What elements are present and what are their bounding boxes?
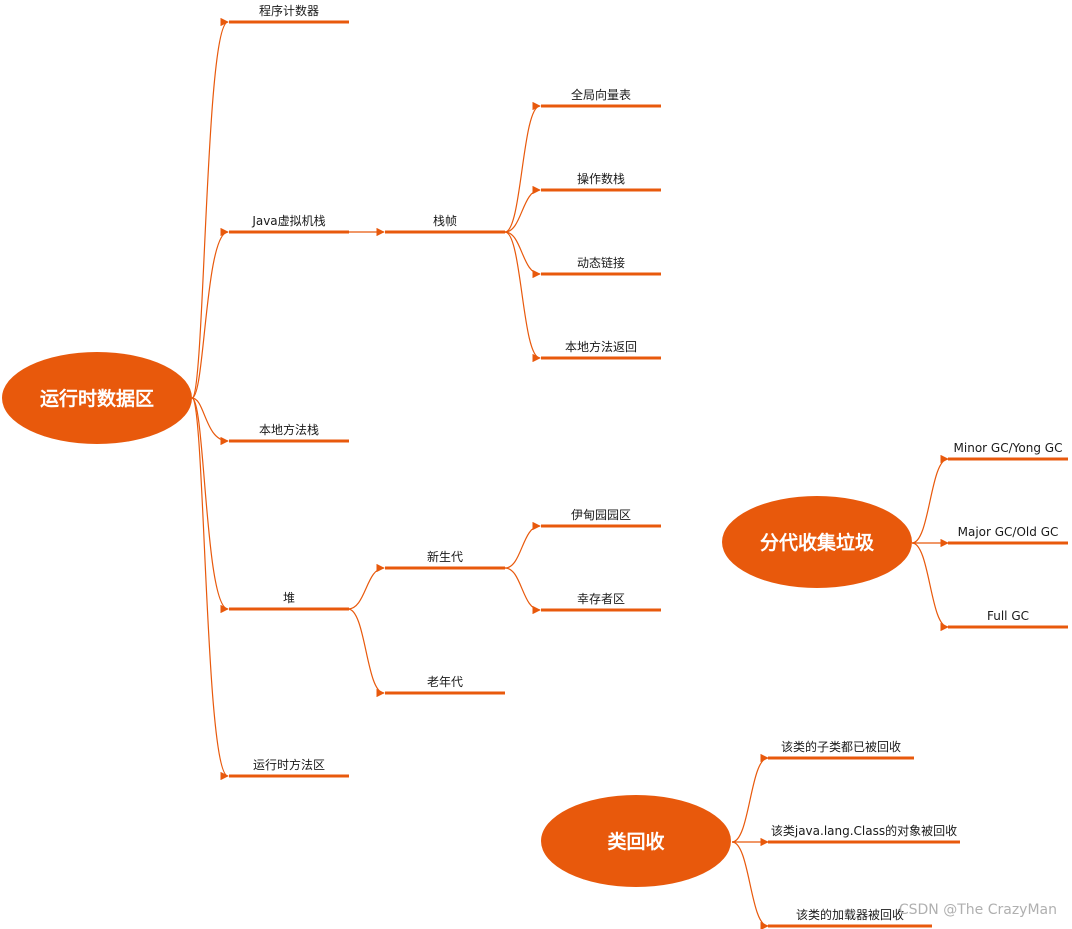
connector: [911, 454, 949, 544]
node-minor-gc[interactable]: Minor GC/Yong GC: [954, 441, 1063, 455]
node-runtime-method-area[interactable]: 运行时方法区: [253, 757, 325, 772]
node-subclasses-collected[interactable]: 该类的子类都已被回收: [781, 739, 901, 754]
connector: [504, 185, 541, 233]
connector: [347, 608, 385, 698]
root-label: 分代收集垃圾: [760, 531, 875, 554]
connector: [731, 753, 769, 843]
connector: [504, 101, 541, 233]
connector: [504, 231, 541, 363]
node-survivor-space[interactable]: 幸存者区: [577, 592, 625, 606]
node-dynamic-linking[interactable]: 动态链接: [577, 255, 625, 270]
connector: [191, 17, 229, 399]
connector: [504, 231, 541, 279]
connector: [347, 563, 385, 610]
root-label: 运行时数据区: [40, 387, 154, 410]
connector: [504, 521, 541, 569]
connector: [731, 841, 769, 929]
node-major-gc[interactable]: Major GC/Old GC: [958, 525, 1059, 539]
node-operand-stack[interactable]: 操作数栈: [577, 171, 625, 186]
connector: [504, 567, 541, 615]
watermark: CSDN @The CrazyMan: [899, 902, 1057, 918]
root-label: 类回收: [607, 830, 664, 853]
node-program-counter[interactable]: 程序计数器: [259, 3, 319, 18]
connector: [191, 397, 229, 446]
root-node-runtime-data-area[interactable]: 运行时数据区: [2, 352, 192, 444]
node-method-return[interactable]: 本地方法返回: [565, 339, 637, 354]
root-node-generational-gc[interactable]: 分代收集垃圾: [722, 496, 912, 588]
connector: [911, 542, 949, 632]
node-stack-frame[interactable]: 栈帧: [433, 213, 457, 228]
node-class-object-collected[interactable]: 该类java.lang.Class的对象被回收: [771, 823, 957, 838]
node-full-gc[interactable]: Full GC: [987, 609, 1029, 623]
connector: [191, 227, 229, 399]
node-old-generation[interactable]: 老年代: [427, 675, 463, 689]
node-heap[interactable]: 堆: [283, 591, 295, 605]
connector: [191, 397, 229, 781]
root-node-class-unloading[interactable]: 类回收: [541, 795, 731, 887]
node-local-variable-table[interactable]: 全局向量表: [571, 87, 631, 102]
node-classloader-collected[interactable]: 该类的加载器被回收: [796, 907, 904, 922]
connector: [191, 397, 229, 614]
node-young-generation[interactable]: 新生代: [427, 549, 463, 564]
connector-lines: [191, 17, 949, 929]
node-jvm-stack[interactable]: Java虚拟机栈: [251, 213, 325, 228]
node-native-method-stack[interactable]: 本地方法栈: [259, 422, 319, 437]
node-underlines: [229, 20, 1068, 928]
node-eden-space[interactable]: 伊甸园园区: [571, 508, 631, 522]
